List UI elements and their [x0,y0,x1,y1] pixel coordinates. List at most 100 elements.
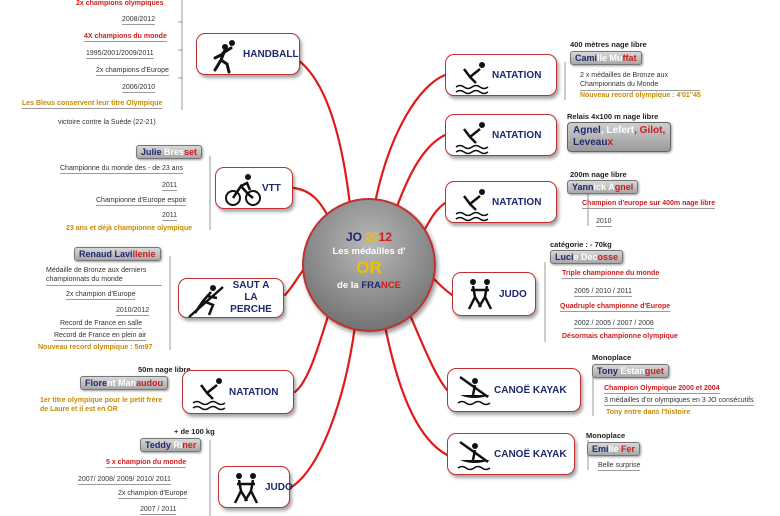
center-year: 12 [378,230,393,244]
natation-3-name-part: ick A [593,182,615,192]
judo-left-item-2: 2007/ 2008/ 2009/ 2010/ 2011 [78,476,171,485]
center-nce: NCE [380,280,401,291]
vtt-item-1: Championne du monde des - de 23 ans [60,165,183,174]
center-subtitle: Les médailles d' [332,246,406,257]
node-judo-right[interactable]: JUDO [452,272,536,316]
kayak-icon [457,375,491,406]
vtt-item-4: 2011 [162,212,178,221]
node-natation-1[interactable]: NATATION [445,54,557,96]
kayak-1-athlete-tag[interactable]: Tony Estanguet [592,364,669,378]
natation-3-athlete-tag[interactable]: Yannick Agnel [567,180,639,194]
natation-left-name-part: Flore [85,378,108,388]
natation-3-name-part: Yann [572,182,594,192]
judo-right-item-5: Désormais championne olympique [562,333,678,340]
node-natation-left[interactable]: NATATION [182,370,294,414]
center-fra: FRA [361,280,381,291]
link-judo-left [288,324,357,490]
perche-label-line: PERCHE [230,304,272,315]
vtt-item-3: Championne d'Europe espoir [96,197,187,206]
node-judo-left[interactable]: JUDO [218,466,293,508]
handball-item-4: 1995/2001/2009/2011 [86,50,154,59]
swimming-icon [192,378,226,411]
judo-left-item-4: 2007 / 2011 [140,506,177,515]
judo-right-item-4: 2002 / 2005 / 2007 / 2008 [574,320,654,329]
judo-left-name-part: ner [182,440,197,450]
vtt-label: VTT [262,182,281,194]
natation-left-item-1: 1er titre olympique pour le petit frère … [40,397,163,413]
natation-1-athlete-tag[interactable]: Camille Muffat [570,51,642,65]
kayak-2-event: Monoplace [586,431,626,440]
kayak-1-event: Monoplace [592,353,632,362]
node-handball[interactable]: HANDBALL [196,33,300,75]
vtt-name-part: Bres [164,147,185,157]
relay-name: , Lefert [600,125,635,136]
center-year: 20 [365,230,379,244]
node-natation-3[interactable]: NATATION [445,181,557,223]
judo-left-label: JUDO [265,481,293,493]
node-vtt[interactable]: VTT [215,167,293,209]
vtt-athlete-tag[interactable]: Julie Bresset [136,145,203,159]
perche-athlete-tag[interactable]: Renaud Lavillenie [74,247,161,261]
natation-left-name-part: audou [136,378,164,388]
vtt-item-5: 23 ans et déjà championne olympique [66,225,193,232]
swimming-icon [455,62,489,95]
judo-icon [467,279,493,310]
judo-right-item-2: 2005 / 2010 / 2011 [574,288,632,297]
perche-name-part: Renaud Lavi [79,249,133,259]
node-perche[interactable]: SAUT A LA PERCHE [178,278,284,318]
relay-name: Leveau [573,137,608,148]
vtt-name-part: Julie [141,147,162,157]
judo-left-item-1: 5 x champion du monde [106,459,187,468]
kayak-1-name-part: Tony [597,366,618,376]
judo-left-name-part: Ri [170,440,183,450]
link-kayak-1 [408,313,449,392]
kayak-1-name-part: Estan [617,366,645,376]
kayak-1-item-1: Champion Olympique 2000 et 2004 [604,385,720,394]
judo-left-event: + de 100 kg [174,427,215,436]
center-or: OR [356,258,382,277]
perche-item-3: 2010/2012 [116,307,150,316]
kayak-2-athlete-tag[interactable]: Emilie Fer [587,442,641,456]
bracket-handball [178,0,183,110]
vtt-item-2: 2011 [162,182,178,191]
center-title: JO 2012 [304,230,434,244]
handball-item-6: 2006/2010 [122,84,156,93]
center-jo: JO [345,230,362,244]
handball-item-8: victoire contre la Suède (22-21) [58,119,156,126]
handball-item-3: 4X champions du monde [84,33,167,42]
node-kayak-1[interactable]: CANOË KAYAK [447,368,581,412]
node-natation-2[interactable]: NATATION [445,114,557,156]
judo-right-name-part: e Dec [573,252,598,262]
kayak-2-name-part: lie [608,444,622,454]
kayak-2-label: CANOË KAYAK [494,448,567,460]
natation-1-name-part: ffat [622,53,637,63]
swimming-icon [455,122,489,155]
natation-3-item-2: 2010 [596,218,612,227]
kayak-2-name-part: Emi [592,444,609,454]
natation-left-athlete-tag[interactable]: Florent Manaudou [80,376,169,390]
judo-right-athlete-tag[interactable]: Lucie Decosse [550,250,624,264]
natation-3-label: NATATION [492,196,542,208]
natation-3-item-1: Champion d'europe sur 400m nage libre [582,200,716,209]
perche-item-2: 2x champion d'Europe [66,291,136,300]
relay-name: x [607,137,614,148]
perche-label: SAUT A LA PERCHE [225,279,277,317]
judo-right-name-part: osse [597,252,619,262]
judo-left-athlete-tag[interactable]: Teddy Riner [140,438,202,452]
handball-item-1: 2x champions olympiques [76,0,164,7]
natation-2-athletes-tag[interactable]: Agnel, Lefert, Gilot, Leveaux [567,122,672,152]
node-kayak-2[interactable]: CANOË KAYAK [447,433,575,475]
perche-item-4: Record de France en salle [60,320,143,329]
kayak-2-name-part: Fer [621,444,636,454]
handball-item-2: 2008/2012 [122,16,156,25]
natation-left-event: 50m nage libre [138,365,191,374]
link-handball [288,53,352,207]
natation-2-event: Relais 4x100 m nage libre [567,112,659,121]
central-topic[interactable]: JO 2012 Les médailles d' OR de la FRANCE [302,198,436,332]
kayak-1-item-2: 3 médailles d'or olympiques en 3 JO cons… [604,397,754,406]
center-de-la: de la [337,280,359,291]
perche-item-1: Médaille de Bronze aux derniers champion… [46,266,162,286]
pole-vault-icon [188,285,224,318]
perche-item-5: Record de France en plein air [54,332,147,341]
natation-1-event: 400 mètres nage libre [570,40,647,49]
